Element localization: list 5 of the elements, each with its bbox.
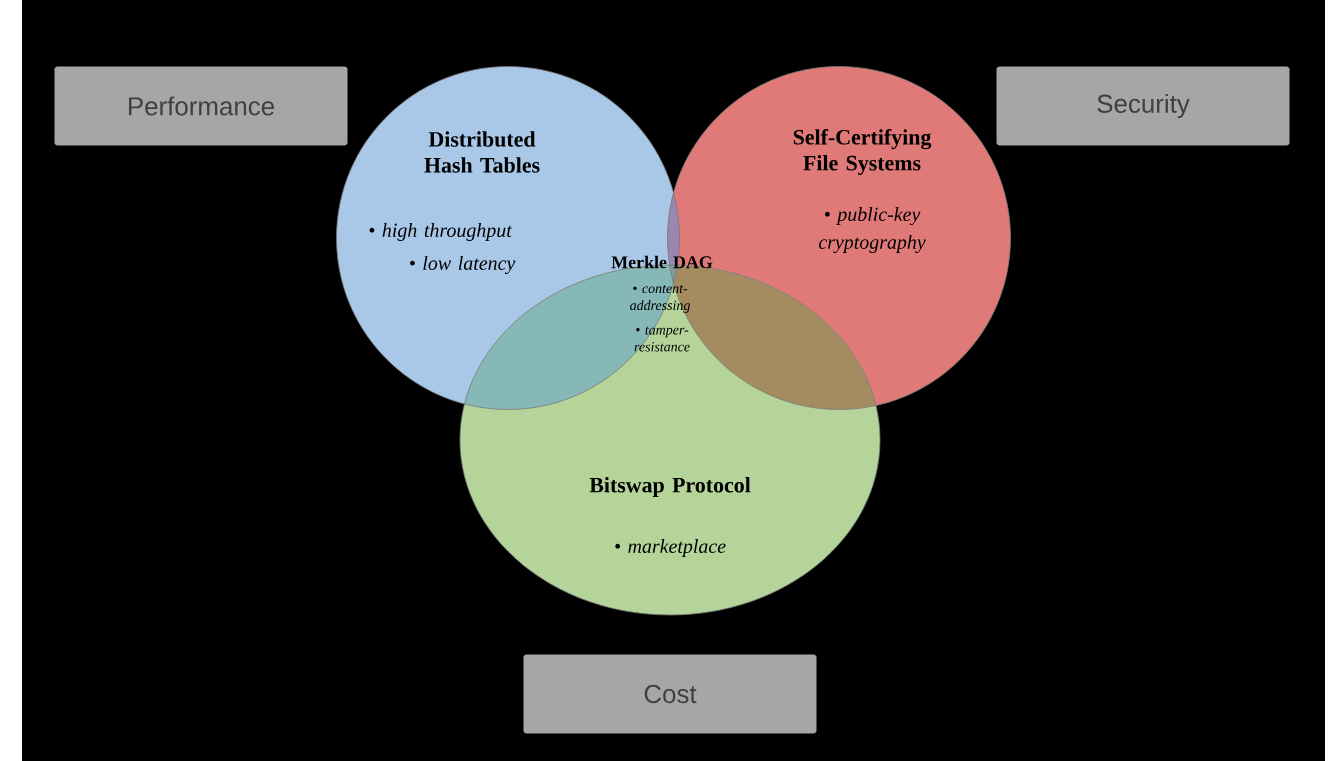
overlap-bullet: • tamper-resistance xyxy=(634,326,690,352)
label-box: Cost xyxy=(523,654,817,734)
overlap-bullet: • content-addressing xyxy=(630,285,690,313)
label-box: Performance xyxy=(54,66,348,146)
label-box: Security xyxy=(996,66,1290,146)
